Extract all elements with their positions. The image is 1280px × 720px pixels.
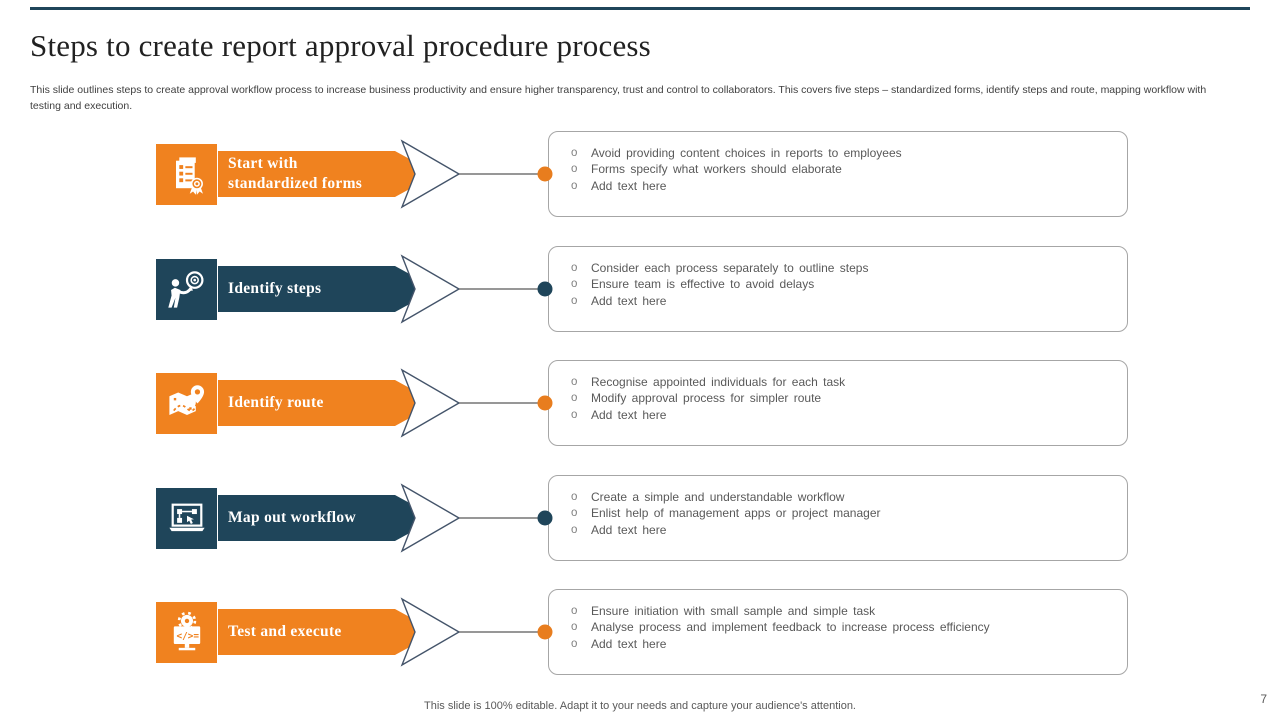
page-number: 7	[1260, 692, 1267, 706]
step4-icon-tile	[156, 488, 217, 549]
person-target-icon	[167, 270, 203, 308]
page-title: Steps to create report approval procedur…	[30, 28, 651, 63]
footer-note: This slide is 100% editable. Adapt it to…	[424, 700, 856, 712]
slide-description: This slide outlines steps to create appr…	[30, 84, 1207, 113]
map-route-icon	[168, 384, 204, 415]
laptop-workflow-icon	[168, 503, 205, 531]
step2-arrow	[218, 254, 553, 324]
step3-arrow	[218, 368, 553, 438]
report-certificate-icon	[175, 156, 203, 195]
step2-icon-tile	[156, 259, 217, 320]
step5-arrow	[218, 597, 553, 667]
step1-arrow	[218, 139, 553, 209]
step4-label: Map out workflow	[228, 508, 356, 526]
step4-arrow	[218, 483, 553, 553]
step5-label: Test and execute	[228, 622, 342, 640]
step1-label: Start with standardized forms	[228, 154, 363, 192]
top-accent-rule	[30, 7, 1250, 10]
step3-icon-tile	[156, 373, 217, 434]
step2-label: Identify steps	[228, 279, 322, 297]
step1-icon-tile	[156, 144, 217, 205]
step5-icon-tile: </>=	[156, 602, 217, 663]
step3-label: Identify route	[228, 393, 324, 411]
svg-text:</>=: </>=	[176, 631, 199, 642]
code-test-icon: </>=	[173, 611, 200, 650]
